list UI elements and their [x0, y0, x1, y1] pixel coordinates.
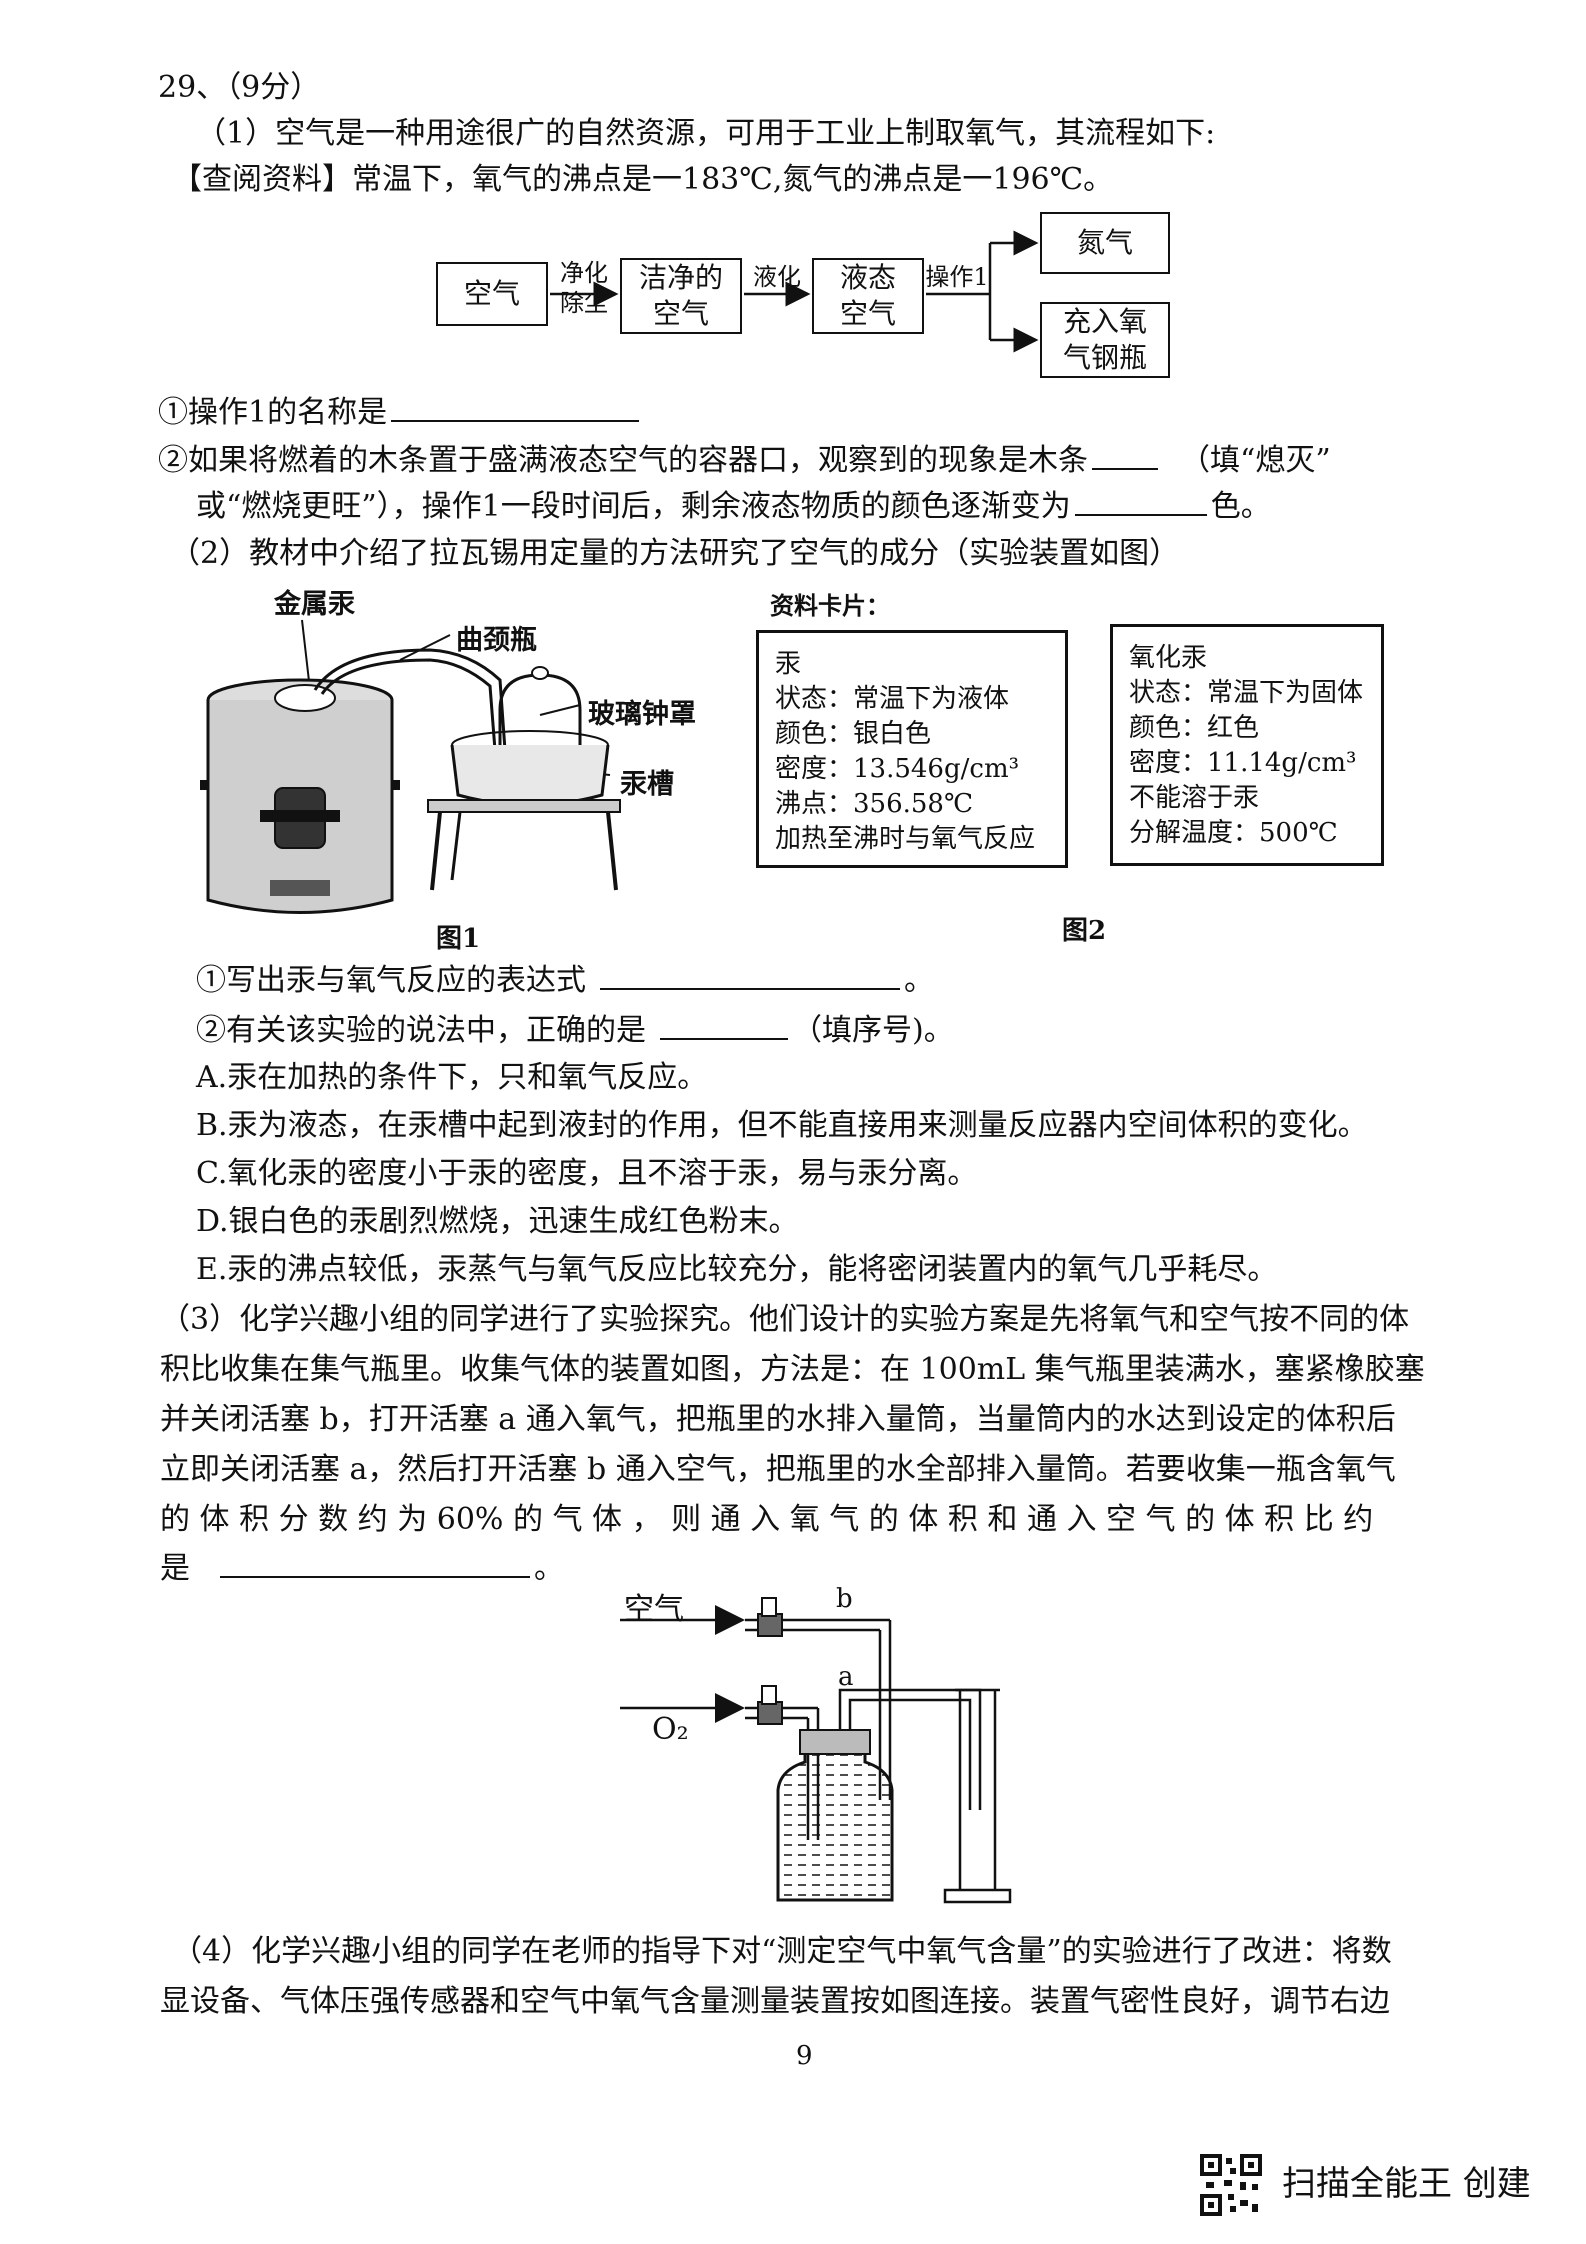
part1-intro: （1）空气是一种用途很广的自然资源，可用于工业上制取氧气，其流程如下: [196, 116, 1216, 151]
part2-q1: ①写出汞与氧气反应的表达式 。 [196, 960, 934, 1001]
flow-tank-line2: 气钢瓶 [1062, 341, 1147, 374]
part3-last-end: 。 [534, 1551, 564, 1586]
option-e: E.汞的沸点较低，汞蒸气与氧气反应比较充分，能将密闭装置内的氧气几乎耗尽。 [196, 1252, 1278, 1287]
option-c: C.氧化汞的密度小于汞的密度，且不溶于汞，易与汞分离。 [196, 1156, 978, 1191]
answer-blank-stick[interactable] [1092, 440, 1158, 470]
flow-air-label: 空气 [463, 277, 520, 310]
flow-box-air: 空气 [436, 262, 548, 326]
card-mercury-line: 颜色：银白色 [775, 719, 932, 749]
part1-q2-line2: 或“燃烧更旺”），操作1一段时间后，剩余液态物质的颜色逐渐变为 色。 [196, 486, 1271, 527]
part1-q1: ①操作1的名称是 [158, 392, 643, 433]
flow-clean-air-line1: 洁净的 [638, 261, 723, 294]
label-o2-inlet: O₂ [652, 1712, 689, 1747]
flow-liquid-air-line2: 空气 [839, 297, 896, 330]
question-score: （9分） [226, 70, 321, 105]
card-oxide-line: 氧化汞 [1129, 643, 1208, 673]
part2-q1-end: 。 [904, 963, 934, 998]
flow-clean-air-line2: 空气 [652, 297, 709, 330]
flow-step3-label: 操作1 [925, 263, 989, 291]
flow-arrows [550, 230, 1039, 353]
part1-q2-text-c: 或“燃烧更旺”），操作1一段时间后，剩余液态物质的颜色逐渐变为 [196, 489, 1071, 524]
card-mercury-line: 加热至沸时与氧气反应 [775, 824, 1036, 854]
part1-q2-text-d: 色。 [1210, 489, 1271, 524]
qr-code-icon [1200, 2154, 1262, 2216]
page-number: 9 [796, 2041, 813, 2071]
part3-line: 并关闭活塞 b，打开活塞 a 通入氧气，把瓶里的水排入量筒，当量筒内的水达到设定… [160, 1402, 1396, 1437]
option-a: A.汞在加热的条件下，只和氧气反应。 [196, 1060, 708, 1095]
flow-liquid-air-line1: 液态 [839, 261, 896, 294]
part3-line: 的 体 积 分 数 约 为 60% 的 气 体 ， 则 通 入 氧 气 的 体 … [160, 1502, 1374, 1537]
part3-line: 积比收集在集气瓶里。收集气体的装置如图，方法是：在 100mL 集气瓶里装满水，… [160, 1352, 1425, 1387]
label-bell-jar: 玻璃钟罩 [588, 699, 696, 730]
part4-line2: 显设备、气体压强传感器和空气中氧气含量测量装置按如图连接。装置气密性良好，调节右… [160, 1984, 1390, 2019]
part3-line: （3）化学兴趣小组的同学进行了实验探究。他们设计的实验方案是先将氧气和空气按不同… [160, 1302, 1410, 1337]
answer-blank-operation[interactable] [391, 392, 640, 422]
option-b: B.汞为液态，在汞槽中起到液封的作用，但不能直接用来测量反应器内空间体积的变化。 [196, 1108, 1368, 1143]
answer-blank-color[interactable] [1074, 486, 1207, 516]
card-oxide-line: 密度：11.14g/cm³ [1129, 748, 1357, 778]
watermark-text: 扫描全能王 创建 [1282, 2164, 1531, 2204]
card-oxide-line: 颜色：红色 [1129, 713, 1260, 743]
part2-q1-text: ①写出汞与氧气反应的表达式 [196, 963, 586, 998]
card-mercury-line: 状态：常温下为液体 [775, 684, 1010, 714]
card-mercury-line: 汞 [775, 649, 802, 679]
part2-q2: ②有关该实验的说法中，正确的是 （填序号)。 [196, 1010, 954, 1051]
part2-q2-end: （填序号)。 [792, 1013, 954, 1048]
card-mercury-line: 密度：13.546g/cm³ [775, 754, 1020, 784]
card-mercury-oxide: 氧化汞 状态：常温下为固体 颜色：红色 密度：11.14g/cm³ 不能溶于汞 … [1110, 624, 1384, 866]
label-retort: 曲颈瓶 [456, 625, 537, 656]
label-mercury: 金属汞 [274, 589, 355, 620]
part1-q1-text: ①操作1的名称是 [158, 395, 388, 430]
label-valve-a: a [838, 1662, 854, 1692]
answer-blank-ratio[interactable] [220, 1548, 530, 1578]
label-valve-b: b [836, 1584, 853, 1614]
card-oxide-line: 状态：常温下为固体 [1129, 678, 1364, 708]
part1-q2-line1: ②如果将燃着的木条置于盛满液态空气的容器口，观察到的现象是木条 （填“熄灭” [158, 440, 1331, 481]
flow-box-clean-air: 洁净的 空气 [620, 258, 742, 334]
flow-box-liquid-air: 液态 空气 [812, 258, 924, 334]
label-trough: 汞槽 [620, 769, 674, 800]
part3-last-text: 是 [160, 1551, 190, 1586]
answer-blank-options[interactable] [660, 1010, 788, 1040]
flow-box-nitrogen: 氮气 [1040, 212, 1170, 274]
card-mercury-line: 沸点：356.58℃ [775, 789, 974, 819]
part2-q2-text: ②有关该实验的说法中，正确的是 [196, 1013, 646, 1048]
flow-nitrogen-label: 氮气 [1076, 226, 1133, 259]
question-index: 29、 [158, 70, 227, 105]
part4-line1: （4）化学兴趣小组的同学在老师的指导下对“测定空气中氧气含量”的实验进行了改进：… [172, 1934, 1392, 1969]
card-oxide-line: 分解温度：500℃ [1129, 818, 1338, 848]
answer-blank-expression[interactable] [600, 960, 900, 990]
part3-line: 立即关闭活塞 a，然后打开活塞 b 通入空气，把瓶里的水全部排入量筒。若要收集一… [160, 1452, 1396, 1487]
card-mercury: 汞 状态：常温下为液体 颜色：银白色 密度：13.546g/cm³ 沸点：356… [756, 630, 1068, 868]
part3-last: 是。 [160, 1548, 564, 1589]
option-d: D.银白色的汞剧烈燃烧，迅速生成红色粉末。 [196, 1204, 799, 1239]
card-heading: 资料卡片： [770, 591, 890, 620]
flow-box-oxygen-tank: 充入氧 气钢瓶 [1040, 302, 1170, 378]
part1-info: 【查阅资料】常温下，氧气的沸点是一183℃,氮气的沸点是一196℃。 [172, 162, 1114, 197]
question-number: 29、（9分） [158, 68, 320, 108]
figure2-caption: 图2 [1062, 916, 1107, 946]
part1-q2-text-a: ②如果将燃着的木条置于盛满液态空气的容器口，观察到的现象是木条 [158, 443, 1088, 478]
gas-collection-drawing [620, 1597, 1012, 1904]
part2-intro: （2）教材中介绍了拉瓦锡用定量的方法研究了空气的成分（实验装置如图） [170, 536, 1180, 571]
flow-tank-line1: 充入氧 [1062, 305, 1147, 338]
lavoisier-apparatus-drawing [200, 619, 621, 914]
card-oxide-line: 不能溶于汞 [1129, 783, 1260, 813]
figure1-caption: 图1 [436, 924, 481, 954]
part1-q2-text-b: （填“熄灭” [1180, 443, 1331, 478]
